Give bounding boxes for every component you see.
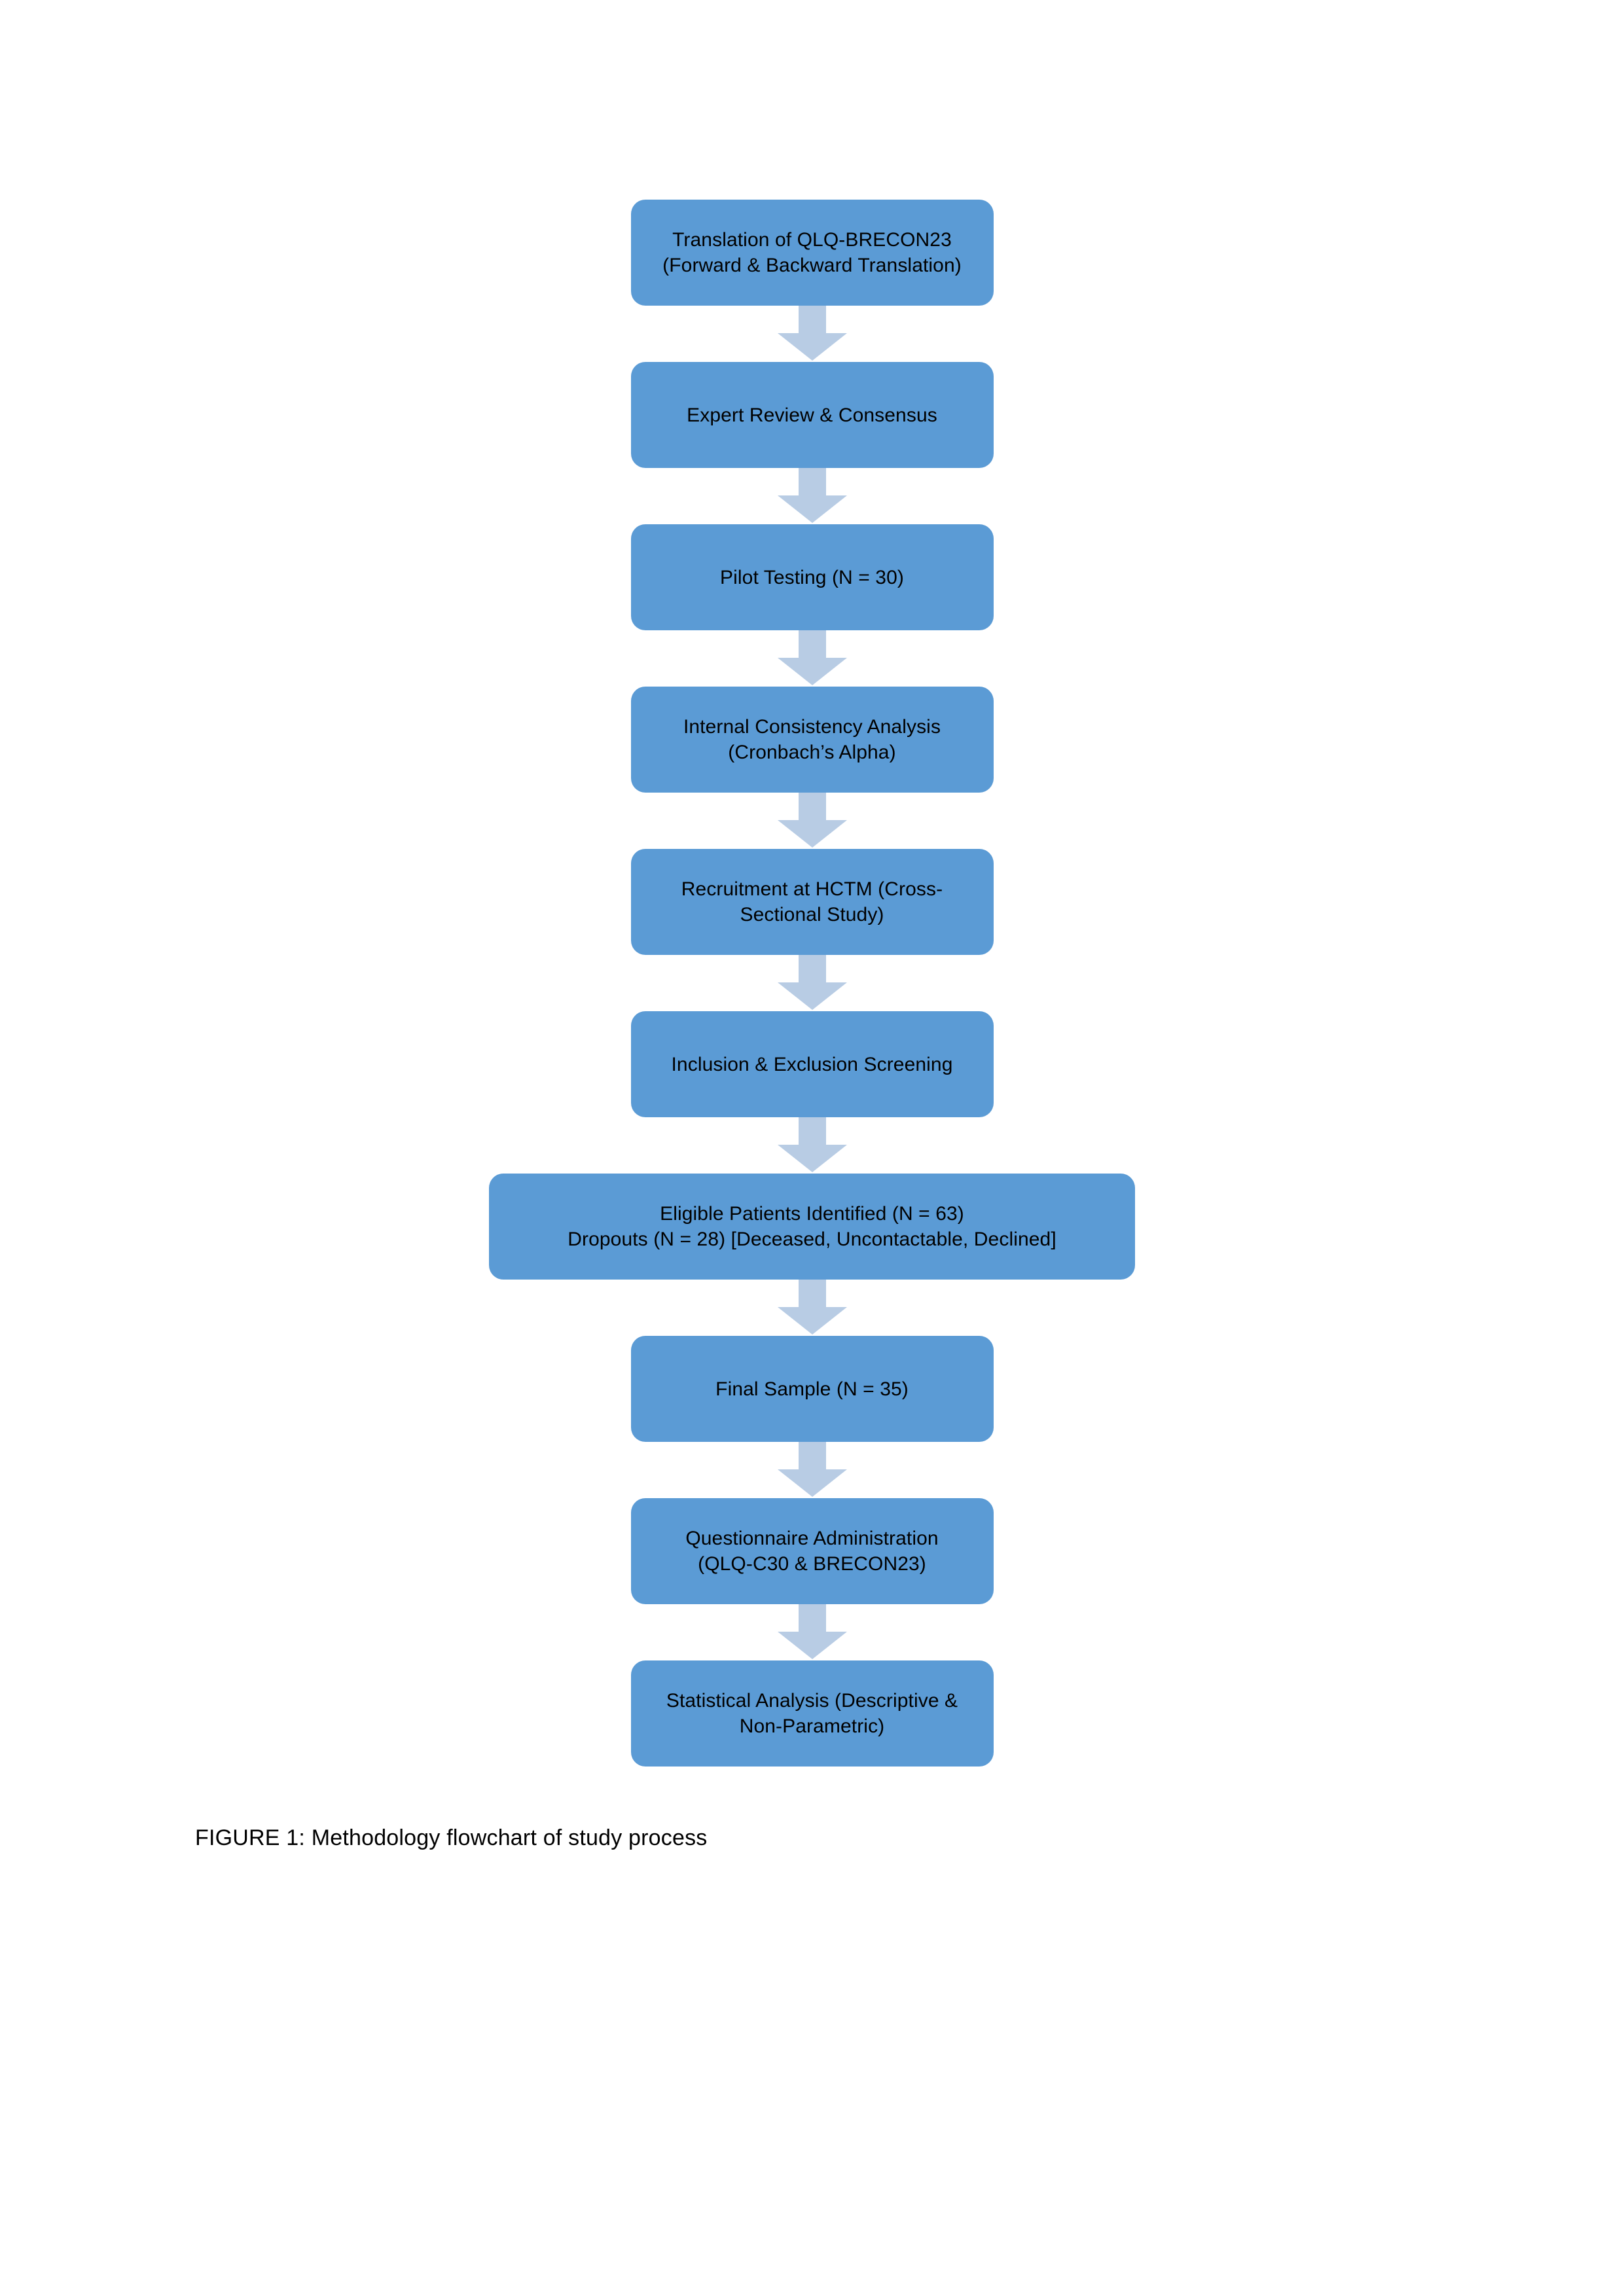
down-arrow-icon [775,955,850,1011]
flow-node-pilot-testing: Pilot Testing (N = 30) [630,524,994,630]
down-arrow-icon [775,793,850,849]
flow-node-eligible-patients: Eligible Patients Identified (N = 63) Dr… [489,1174,1135,1280]
flow-node-expert-review: Expert Review & Consensus [630,362,994,468]
flow-node-translation: Translation of QLQ-BRECON23 (Forward & B… [630,200,994,306]
flow-node-final-sample: Final Sample (N = 35) [630,1336,994,1442]
flow-node-recruitment: Recruitment at HCTM (Cross-Sectional Stu… [630,849,994,955]
down-arrow-icon [775,1280,850,1336]
down-arrow-icon [775,468,850,524]
flow-node-statistical-analysis: Statistical Analysis (Descriptive & Non-… [630,1660,994,1767]
down-arrow-icon [775,1604,850,1660]
flow-node-questionnaire: Questionnaire Administration (QLQ-C30 & … [630,1498,994,1604]
down-arrow-icon [775,306,850,362]
down-arrow-icon [775,1442,850,1498]
flow-node-internal-consistency: Internal Consistency Analysis (Cronbach’… [630,687,994,793]
flowchart-container: Translation of QLQ-BRECON23 (Forward & B… [0,200,1624,1767]
figure-caption: FIGURE 1: Methodology flowchart of study… [195,1825,708,1850]
down-arrow-icon [775,630,850,687]
flow-node-screening: Inclusion & Exclusion Screening [630,1011,994,1117]
down-arrow-icon [775,1117,850,1174]
